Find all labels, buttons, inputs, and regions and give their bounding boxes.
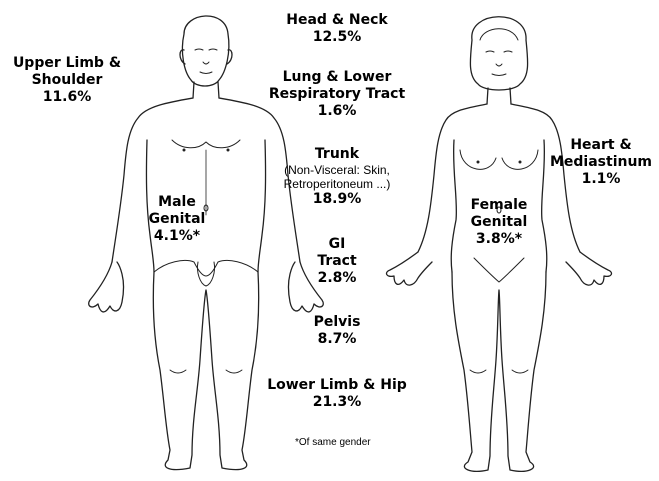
region-name: Female [456,197,542,214]
region-name: Head & Neck [262,12,412,29]
region-name: Upper Limb & [2,55,132,72]
male-head [182,16,228,86]
region-name: Trunk [262,146,412,163]
region-name: Genital [456,214,542,231]
region-percent: 1.6% [262,103,412,120]
region-percent: 8.7% [287,331,387,348]
label-trunk: Trunk (Non-Visceral: Skin, Retroperitone… [262,146,412,208]
region-name: Heart & [545,137,657,154]
label-head-neck: Head & Neck 12.5% [262,12,412,46]
region-percent: 4.1%* [132,228,222,245]
label-male-genital: Male Genital 4.1%* [132,194,222,245]
female-legs [452,272,546,471]
male-legs [153,272,259,470]
region-name: Lung & Lower [262,69,412,86]
region-detail: Retroperitoneum ...) [262,177,412,191]
label-lower-limb: Lower Limb & Hip 21.3% [247,377,427,411]
region-percent: 18.9% [262,191,412,208]
region-name: Lower Limb & Hip [247,377,427,394]
female-right-hand [566,252,611,285]
region-name: Respiratory Tract [262,86,412,103]
region-name: Mediastinum [545,154,657,171]
female-left-hand [387,252,432,285]
label-gi-tract: GI Tract 2.8% [287,236,387,287]
region-name: Tract [287,253,387,270]
region-name: Pelvis [287,314,387,331]
region-percent: 3.8%* [456,231,542,248]
region-percent: 1.1% [545,171,657,188]
footnote: *Of same gender [295,437,371,448]
label-upper-limb: Upper Limb & Shoulder 11.6% [2,55,132,106]
region-detail: (Non-Visceral: Skin, [262,163,412,177]
region-name: GI [287,236,387,253]
region-name: Genital [132,211,222,228]
region-percent: 12.5% [262,29,412,46]
region-percent: 21.3% [247,394,427,411]
region-percent: 2.8% [287,270,387,287]
label-female-genital: Female Genital 3.8%* [456,197,542,248]
label-lung: Lung & Lower Respiratory Tract 1.6% [262,69,412,120]
female-head [470,17,527,90]
label-heart: Heart & Mediastinum 1.1% [545,137,657,188]
region-percent: 11.6% [2,89,132,106]
region-name: Male [132,194,222,211]
region-name: Shoulder [2,72,132,89]
label-pelvis: Pelvis 8.7% [287,314,387,348]
male-left-hand [89,262,124,312]
